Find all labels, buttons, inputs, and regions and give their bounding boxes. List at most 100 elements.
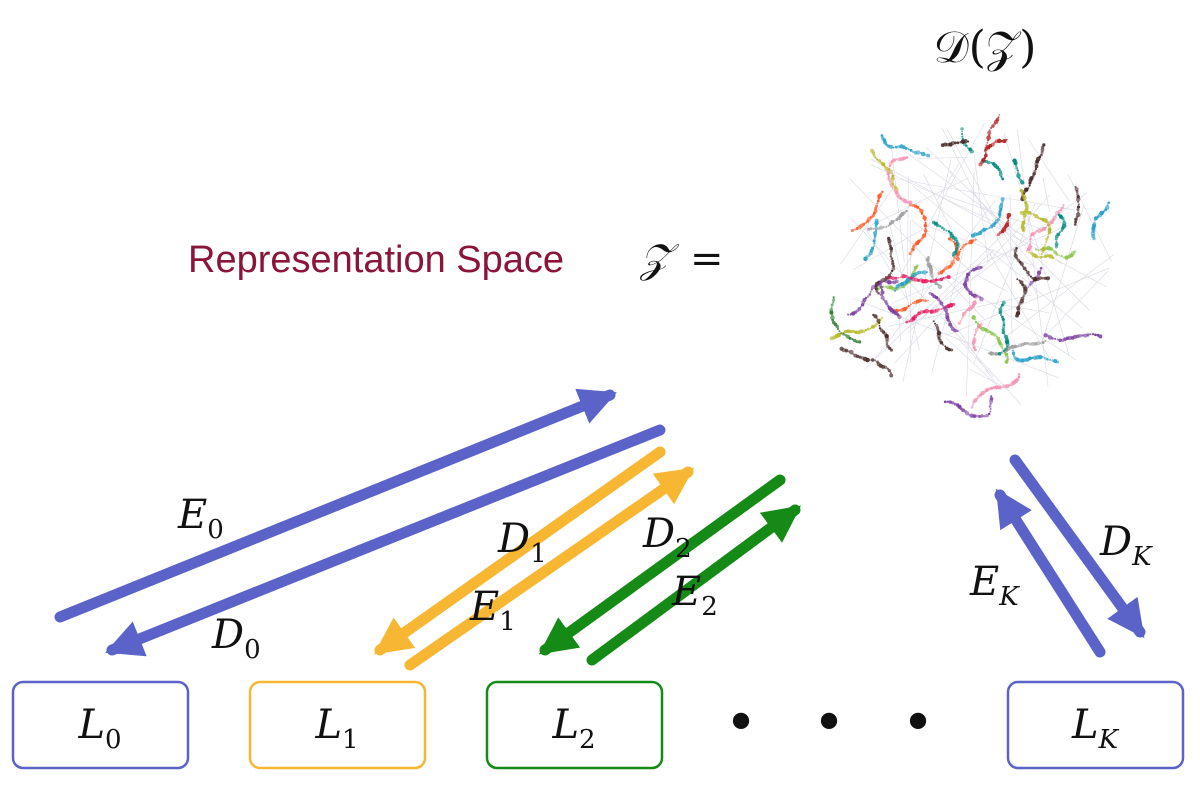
cloud-point bbox=[1023, 199, 1027, 202]
cloud-point bbox=[868, 293, 872, 296]
cloud-point bbox=[907, 148, 910, 151]
cloud-point bbox=[1041, 250, 1044, 253]
cloud-point bbox=[1033, 169, 1037, 173]
encoder-0-arrow bbox=[54, 388, 617, 623]
cloud-point bbox=[969, 413, 975, 418]
cloud-point bbox=[1038, 155, 1042, 159]
cloud-point bbox=[1073, 223, 1077, 226]
cloud-point bbox=[931, 279, 936, 283]
cloud-point bbox=[889, 372, 892, 374]
cloud-point bbox=[1106, 204, 1109, 207]
cloud-point bbox=[866, 295, 870, 298]
cloud-link bbox=[1028, 139, 1070, 202]
cloud-point bbox=[1050, 220, 1054, 225]
cloud-point bbox=[1054, 245, 1059, 249]
cloud-point bbox=[996, 138, 1002, 144]
cloud-link bbox=[957, 338, 994, 378]
cloud-point bbox=[1001, 317, 1005, 322]
cloud-point bbox=[873, 314, 878, 319]
cloud-point bbox=[1001, 347, 1004, 350]
cloud-point bbox=[952, 251, 957, 256]
cloud-point bbox=[1061, 206, 1064, 210]
cloud-point bbox=[873, 237, 877, 240]
cloud-point bbox=[1037, 248, 1040, 252]
cloud-point bbox=[1032, 172, 1036, 176]
cloud-point bbox=[909, 303, 912, 306]
cloud-point bbox=[940, 226, 944, 230]
cloud-point bbox=[1046, 358, 1049, 361]
cloud-point bbox=[1076, 197, 1081, 202]
cloud-link bbox=[870, 158, 1107, 287]
cloud-point bbox=[1054, 237, 1058, 241]
cloud-point bbox=[972, 346, 976, 349]
cloud-point bbox=[1041, 247, 1046, 252]
cloud-point bbox=[990, 161, 993, 164]
cloud-point bbox=[891, 182, 895, 185]
cloud-point bbox=[921, 298, 925, 302]
cloud-point bbox=[856, 330, 861, 335]
cloud-point bbox=[878, 327, 882, 330]
cloud-point bbox=[1005, 342, 1010, 347]
cloud-link bbox=[840, 187, 894, 265]
cloud-point bbox=[1044, 243, 1047, 246]
cloud-point bbox=[879, 285, 883, 289]
cloud-point bbox=[891, 187, 894, 190]
cloud-point bbox=[943, 307, 949, 313]
cloud-point bbox=[892, 264, 895, 268]
cloud-point bbox=[1001, 328, 1005, 332]
cloud-point bbox=[966, 272, 970, 277]
cloud-point bbox=[891, 174, 895, 178]
cloud-point bbox=[988, 134, 991, 137]
cloud-point bbox=[895, 158, 898, 161]
cloud-point bbox=[1016, 173, 1021, 178]
cloud-point bbox=[889, 182, 893, 186]
cloud-point bbox=[1044, 254, 1048, 258]
cloud-point bbox=[1043, 333, 1048, 338]
encoder-2-arrow bbox=[586, 504, 802, 666]
cloud-point bbox=[1025, 269, 1028, 272]
cloud-point bbox=[874, 156, 877, 159]
cloud-point bbox=[831, 318, 835, 322]
cloud-point bbox=[893, 219, 896, 222]
cloud-link bbox=[906, 175, 909, 289]
cloud-point bbox=[1091, 332, 1095, 336]
cloud-link bbox=[949, 171, 958, 182]
cloud-point bbox=[1012, 349, 1015, 352]
cloud-point bbox=[879, 192, 883, 196]
cloud-point bbox=[999, 313, 1002, 316]
cloud-point bbox=[869, 215, 873, 219]
cloud-point bbox=[989, 225, 994, 229]
cloud-point bbox=[1004, 352, 1009, 357]
cloud-point bbox=[1028, 356, 1032, 361]
cloud-point bbox=[911, 247, 915, 252]
cloud-point bbox=[875, 322, 879, 326]
cloud-point bbox=[872, 313, 875, 317]
cloud-link bbox=[937, 268, 1076, 361]
cloud-point bbox=[910, 250, 913, 253]
cloud-point bbox=[889, 373, 894, 378]
cloud-point bbox=[1042, 143, 1046, 147]
cloud-link bbox=[853, 298, 1059, 378]
cloud-point bbox=[1040, 150, 1044, 154]
cloud-point bbox=[901, 274, 906, 279]
cloud-point bbox=[935, 326, 940, 330]
cloud-point bbox=[950, 239, 953, 242]
cloud-point bbox=[874, 359, 877, 362]
cloud-point bbox=[920, 151, 926, 157]
cloud-point bbox=[1004, 347, 1008, 351]
cloud-point bbox=[886, 344, 890, 349]
cloud-point bbox=[1006, 212, 1012, 218]
cloud-point bbox=[848, 336, 852, 340]
cloud-point bbox=[1002, 323, 1006, 327]
cloud-point bbox=[832, 296, 835, 299]
cloud-point bbox=[974, 238, 977, 241]
cloud-point bbox=[1000, 140, 1004, 143]
cloud-point bbox=[1098, 334, 1103, 339]
cloud-point bbox=[1076, 208, 1080, 212]
cloud-point bbox=[991, 124, 995, 128]
cloud-point bbox=[880, 161, 883, 164]
encoder-K-label: EK bbox=[969, 559, 1020, 612]
cloud-point bbox=[1016, 258, 1021, 262]
cloud-point bbox=[974, 320, 978, 324]
